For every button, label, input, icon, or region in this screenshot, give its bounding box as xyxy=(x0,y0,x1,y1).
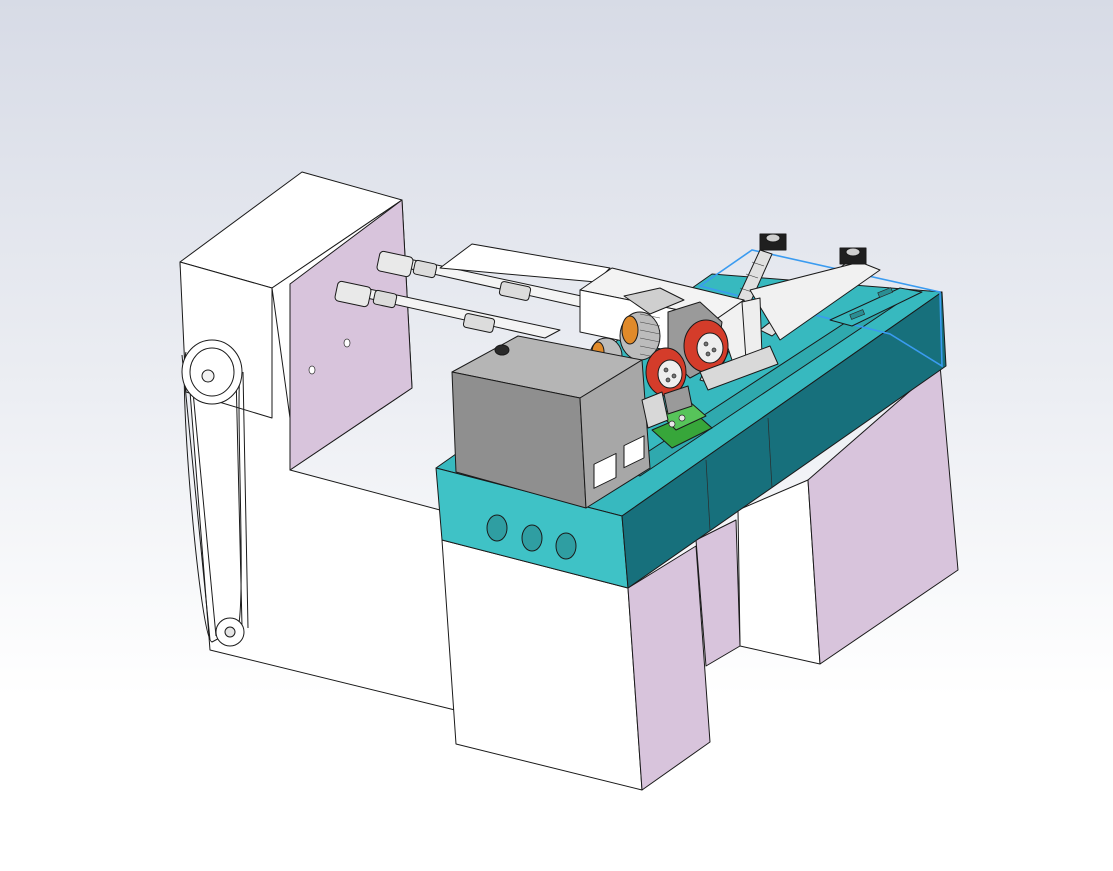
head-housing-opening xyxy=(623,287,685,315)
bed-hole-icon xyxy=(486,514,508,542)
belt-icon xyxy=(183,351,242,643)
fixture-slot xyxy=(877,287,894,298)
fixture-slot xyxy=(849,309,866,320)
pulley-hub-icon xyxy=(201,369,215,383)
hex-bolt-icon[interactable] xyxy=(759,233,787,251)
die-bracket-rib xyxy=(663,385,693,415)
belt-outline xyxy=(181,354,249,641)
shaft-coupling-icon xyxy=(498,281,532,301)
rear-leg-front xyxy=(737,479,821,665)
bed-side-seam xyxy=(705,459,711,531)
rolling-head[interactable] xyxy=(579,267,779,397)
shaft-coupling-icon xyxy=(462,313,496,333)
universal-joint-icon[interactable] xyxy=(372,289,398,309)
die-bracket xyxy=(641,391,669,429)
right-support-legs[interactable] xyxy=(441,364,959,791)
bed-side-face xyxy=(621,291,947,589)
carriage-plate xyxy=(749,261,881,341)
panel-hole-icon xyxy=(308,365,316,375)
housing-window xyxy=(593,453,617,489)
drive-shafts[interactable] xyxy=(334,243,611,339)
belt-outline-inner xyxy=(189,359,243,637)
universal-joint-icon[interactable] xyxy=(412,259,438,279)
bed-hole-icon xyxy=(521,524,543,552)
clamp-bolt xyxy=(678,414,686,422)
rear-leg-side xyxy=(807,364,959,665)
hex-bolt-icon[interactable] xyxy=(839,247,867,265)
universal-joint-icon[interactable] xyxy=(334,280,372,308)
lower-pulley-hub xyxy=(224,626,236,638)
selected-end-block[interactable] xyxy=(698,249,943,368)
ribbed-guide xyxy=(699,345,779,391)
bed-side-seam xyxy=(767,417,773,489)
belt-drive[interactable] xyxy=(181,339,249,647)
universal-joint-icon[interactable] xyxy=(376,250,414,278)
bed-hole-icon xyxy=(555,532,577,560)
mid-leg-side xyxy=(695,519,741,667)
front-leg-side xyxy=(627,545,711,791)
panel-hole-icon xyxy=(343,338,351,348)
clamp-block-icon[interactable] xyxy=(651,401,713,449)
clamp-bolt xyxy=(668,420,676,428)
gear-housing-box[interactable] xyxy=(451,335,651,509)
back-frame-plate xyxy=(439,243,611,283)
housing-window xyxy=(623,435,645,469)
housing-top-hole-icon xyxy=(494,344,510,356)
roller-gear-icon[interactable] xyxy=(619,311,661,361)
